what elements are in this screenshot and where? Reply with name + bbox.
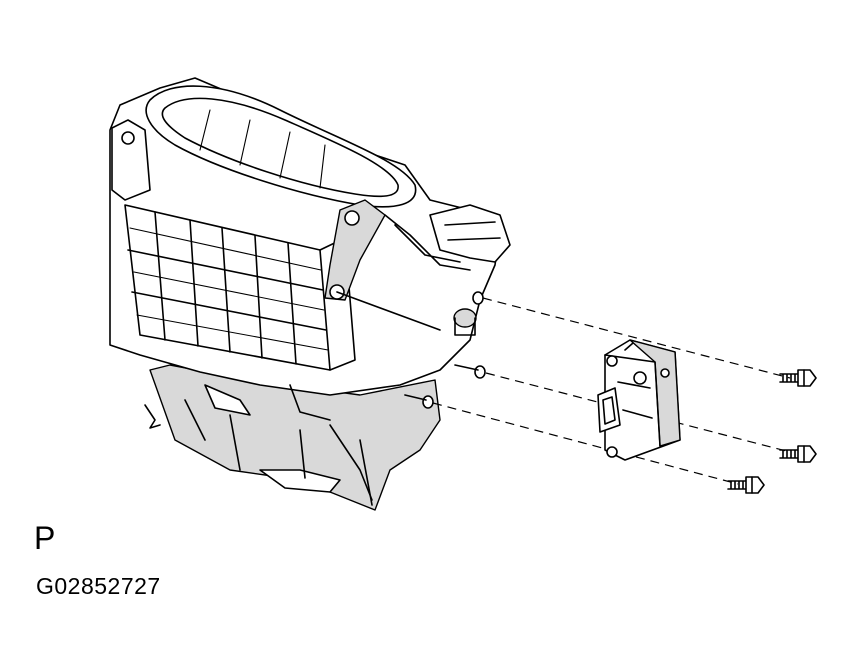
motor-base	[259, 469, 341, 493]
view-label: P	[34, 520, 56, 556]
servo-motor	[597, 339, 681, 461]
linkage-lever	[324, 199, 386, 301]
air-inlet-ring	[145, 85, 417, 208]
screw-icon	[779, 369, 817, 387]
screw-icon	[727, 476, 765, 494]
right-bracket	[429, 204, 511, 263]
screw-icon	[779, 445, 817, 463]
blower-housing	[109, 77, 511, 511]
figure-code: G02852727	[36, 573, 161, 599]
